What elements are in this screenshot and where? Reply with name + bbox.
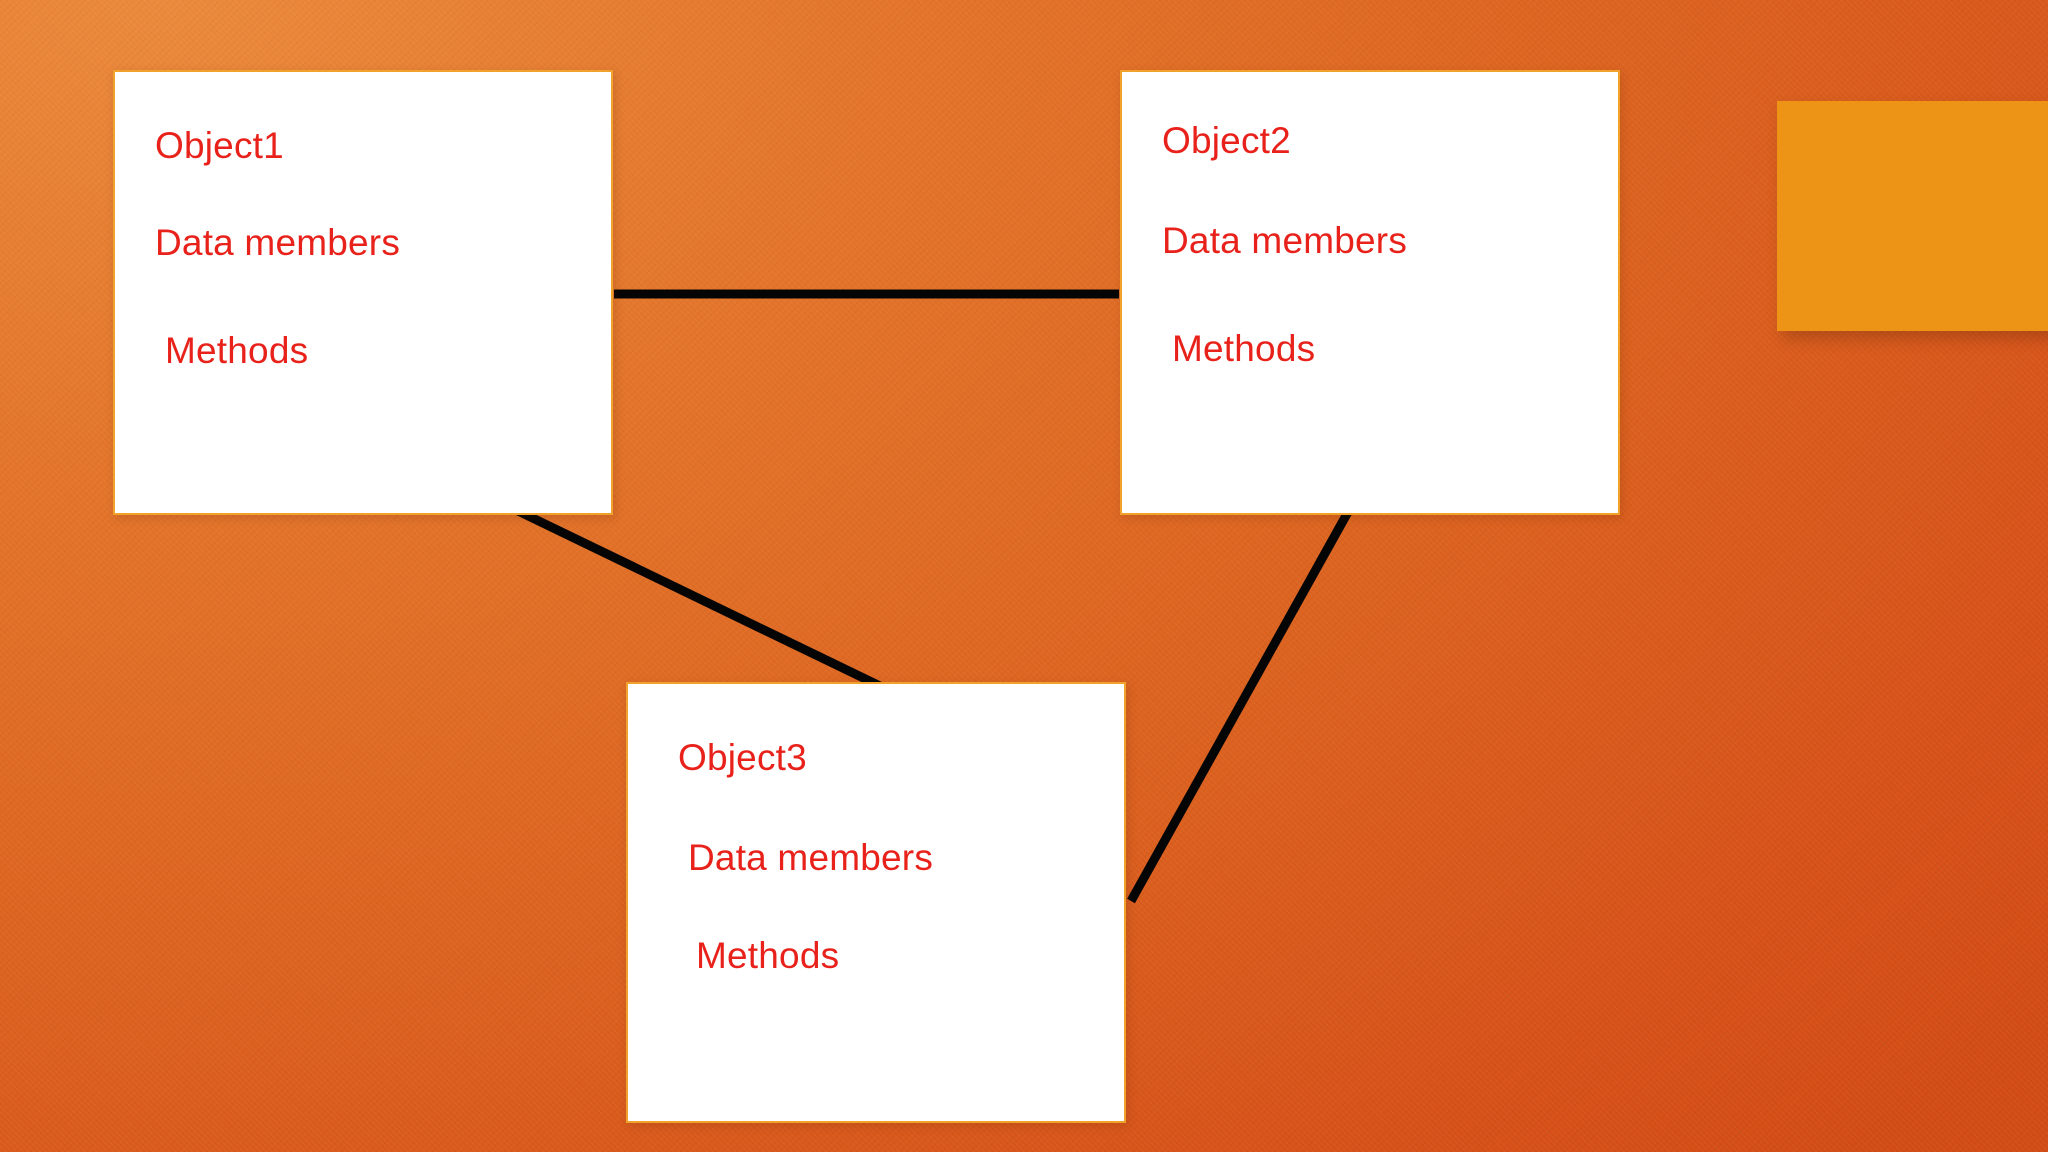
connector-object2-object3	[1127, 509, 1352, 904]
object-box-object2[interactable]: Object2 Data members Methods	[1120, 70, 1620, 515]
decorative-accent-rectangle	[1777, 101, 2048, 331]
connector-object1-object3	[516, 506, 882, 691]
object1-methods: Methods	[165, 330, 309, 371]
object2-methods: Methods	[1172, 328, 1316, 369]
object3-title: Object3	[678, 737, 807, 778]
object-box-object1[interactable]: Object1 Data members Methods	[113, 70, 613, 515]
object1-data-members: Data members	[155, 222, 401, 263]
object1-title: Object1	[155, 125, 284, 166]
object-box-object3[interactable]: Object3 Data members Methods	[626, 682, 1126, 1123]
object2-data-members: Data members	[1162, 220, 1408, 261]
object3-data-members: Data members	[688, 837, 934, 878]
object3-methods: Methods	[696, 935, 840, 976]
object2-title: Object2	[1162, 120, 1291, 161]
